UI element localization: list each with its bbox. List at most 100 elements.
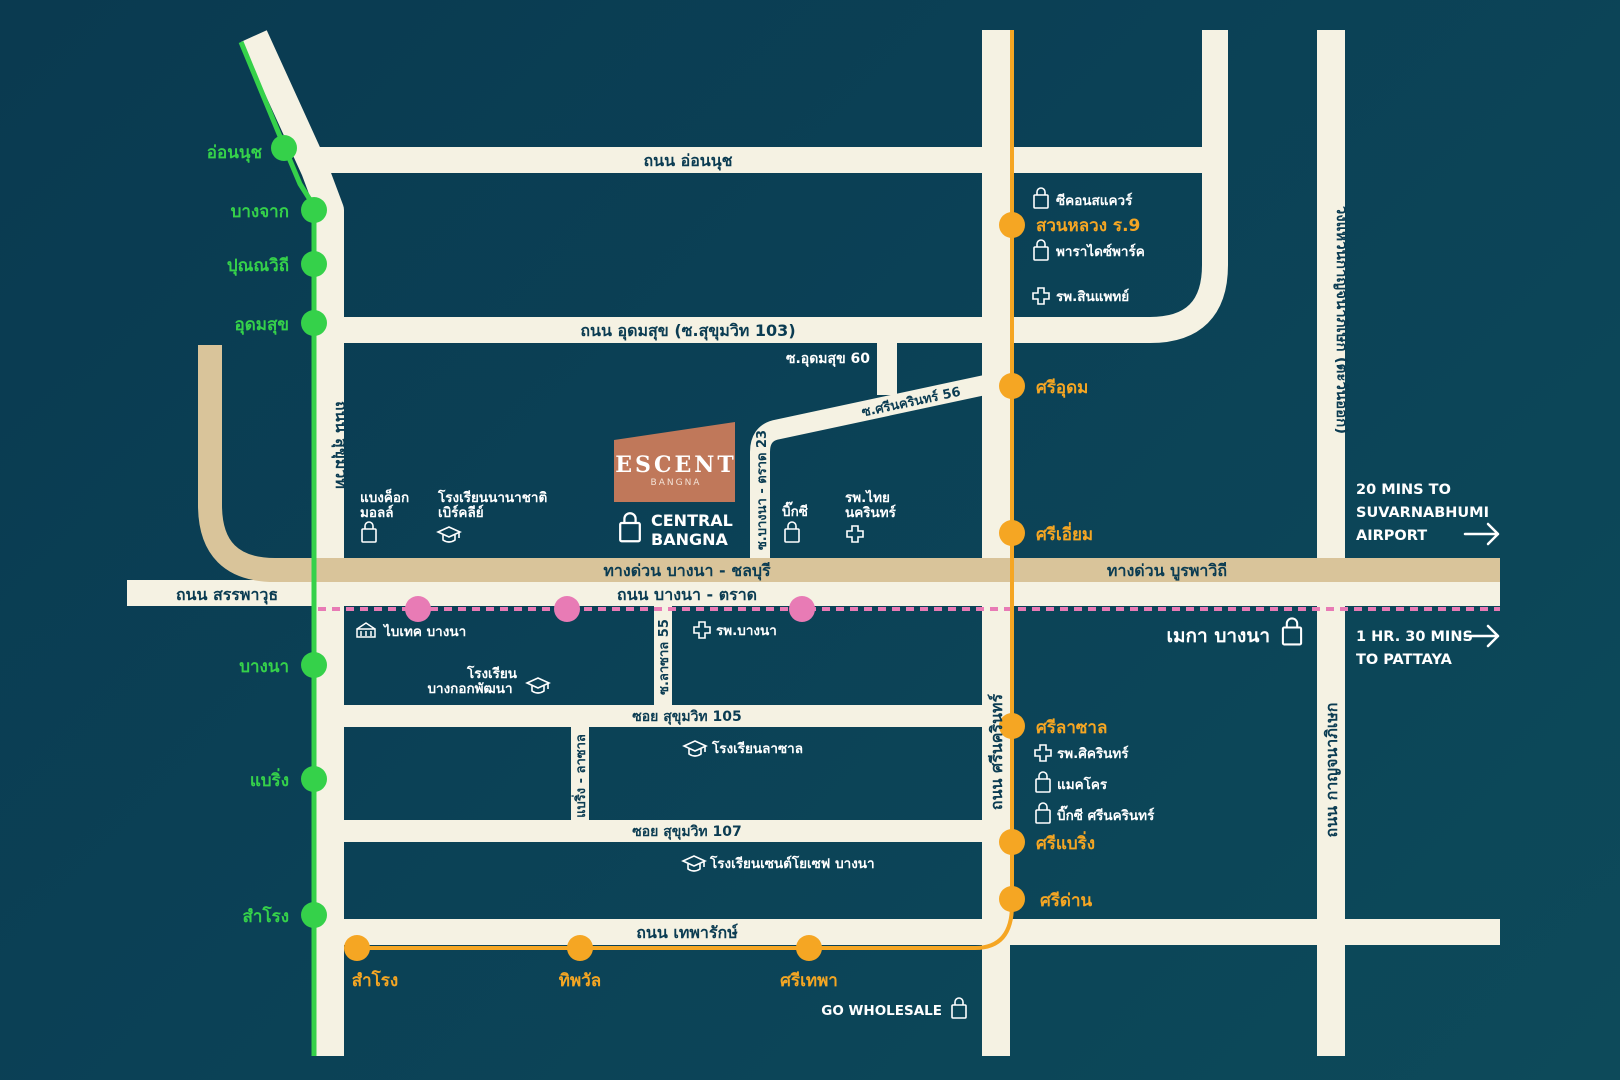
poi-makro: แมคโคร: [1057, 775, 1108, 793]
poi-mega: เมกา บางนา: [1167, 625, 1270, 647]
hospital-icon: [1032, 287, 1050, 305]
onnut-label: ถนน อ่อนนุช: [643, 151, 732, 171]
yellow-label-7: ทิพวัล: [559, 971, 601, 991]
poi-paradise: พาราไดซ์พาร์ค: [1056, 243, 1145, 260]
yellow-label-3: ศรีลาซาล: [1036, 717, 1107, 738]
poi-sikarin: รพ.ศิครินทร์: [1057, 745, 1129, 762]
poi-bangna-hosp: รพ.บางนา: [716, 623, 777, 639]
poi-seacon: ซีคอนสแควร์: [1056, 192, 1133, 209]
green-label-1: บางจาก: [231, 202, 289, 222]
shop-icon: [1033, 187, 1049, 209]
poi-bigc: บิ๊กซี: [782, 501, 808, 520]
poi-go-wholesale: GO WHOLESALE: [821, 1003, 942, 1019]
green-label-0: อ่อนนุช: [207, 143, 263, 163]
arrow-right-icon: [1463, 522, 1500, 546]
yellow-label-1: ศรีอุดม: [1036, 377, 1088, 398]
bangna-expressway: [198, 345, 1500, 582]
travel-pattaya-2: TO PATTAYA: [1356, 652, 1453, 668]
green-label-3: อุดมสุข: [235, 315, 289, 335]
soi107-label: ซอย สุขุมวิท 107: [632, 824, 742, 840]
hospital-icon: [693, 621, 711, 639]
yellow-label-0: สวนหลวง ร.9: [1036, 216, 1140, 236]
shop-icon: [1281, 617, 1303, 646]
green-label-5: แบริ่ง: [250, 768, 289, 791]
expressway-burapha-label: ทางด่วน บูรพาวิถี: [1107, 561, 1227, 582]
hospital-icon: [1034, 744, 1052, 762]
green-label-6: สำโรง: [243, 906, 289, 927]
udomsuk-label: ถนน อุดมสุข (ซ.สุขุมวิท 103): [580, 321, 795, 341]
poi-bkk-patana-1: โรงเรียน: [466, 664, 518, 682]
travel-airport-1: 20 MINS TO: [1356, 482, 1451, 498]
station-sribearing: [999, 829, 1025, 855]
poi-bkk-patana-2: บางกอกพัฒนา: [427, 681, 512, 697]
soi105-label: ซอย สุขุมวิท 105: [632, 709, 742, 725]
shop-icon: [1035, 771, 1051, 793]
station-samrong-y: [344, 935, 370, 961]
shop-icon: [951, 997, 967, 1019]
poi-thai-nakarin-1: รพ.ไทย: [845, 489, 890, 506]
station-punnawithi: [301, 251, 327, 277]
station-samrong: [301, 902, 327, 928]
kanchana-label: ถนน กาญจนาภิเษก: [1322, 703, 1342, 838]
station-sriudom: [999, 373, 1025, 399]
shop-icon: [361, 521, 377, 543]
green-label-2: ปุณณวิถี: [227, 255, 289, 276]
station-suanluang: [999, 212, 1025, 238]
station-bangchak: [301, 197, 327, 223]
station-thipphawan: [567, 935, 593, 961]
station-sridan: [999, 886, 1025, 912]
yellow-label-5: ศรีด่าน: [1040, 890, 1093, 911]
pink-station-2: [554, 596, 580, 622]
shop-icon: [619, 512, 641, 543]
shop-icon: [784, 521, 800, 543]
station-srithepha: [796, 935, 822, 961]
yellow-label-8: ศรีเทพา: [780, 970, 838, 991]
poi-bangkok-mall-1: แบงค็อก: [360, 488, 409, 506]
shop-icon: [1035, 802, 1051, 824]
poi-bigc-srinakarin: บิ๊กซี ศรีนครินทร์: [1057, 805, 1155, 824]
srinakarin-label: ถนน ศรีนครินทร์: [987, 694, 1006, 811]
school-icon: [683, 740, 707, 757]
pink-station-3: [789, 596, 815, 622]
school-icon: [437, 526, 461, 543]
school-icon: [526, 677, 550, 694]
station-bangna: [301, 652, 327, 678]
yellow-label-4: ศรีแบริ่ง: [1036, 831, 1095, 854]
outer-ring-label: วงแหวนกาญจนาภิเษก (ตะวันออก): [1333, 206, 1351, 434]
udomsuk-road: [330, 30, 1228, 343]
expressway-bangna-label: ทางด่วน บางนา - ชลบุรี: [603, 561, 771, 581]
poi-berkeley-1: โรงเรียนนานาชาติ: [437, 488, 547, 506]
bangna-trat23-label: ซ.บางนา - ตราด 23: [755, 430, 770, 550]
poi-central-2: BANGNA: [651, 530, 728, 549]
hospital-icon: [846, 525, 864, 543]
travel-airport-3: AIRPORT: [1356, 528, 1427, 544]
bangna-trat-label: ถนน บางนา - ตราด: [617, 585, 757, 604]
station-bearing: [301, 766, 327, 792]
escent-name: ESCENT: [615, 452, 736, 478]
poi-st-joseph: โรงเรียนเซนต์โยเซฟ บางนา: [709, 854, 875, 872]
theparak-label: ถนน เทพารักษ์: [636, 923, 738, 942]
poi-bitec: ไบเทค บางนา: [382, 623, 466, 640]
station-sri-iam: [999, 520, 1025, 546]
poi-berkeley-2: เบิร์คลีย์: [438, 504, 484, 521]
travel-pattaya-1: 1 HR. 30 MINS: [1356, 629, 1473, 645]
poi-bangkok-mall-2: มอลล์: [360, 504, 394, 521]
udomsuk60-label: ซ.อุดมสุข 60: [786, 351, 870, 367]
shop-icon: [1033, 239, 1049, 261]
school-icon: [682, 855, 706, 872]
srinakarin56-road: [750, 375, 988, 560]
station-srilasalle: [999, 713, 1025, 739]
escent-logo: ESCENT BANGNA: [614, 422, 736, 502]
poi-central-1: CENTRAL: [651, 511, 733, 530]
travel-airport-2: SUVARNABHUMI: [1356, 505, 1489, 521]
green-label-4: บางนา: [239, 657, 289, 677]
baering-lasalle-label: แบริ่ง - ลาซาล: [571, 734, 589, 818]
yellow-label-2: ศรีเอี่ยม: [1036, 522, 1093, 545]
sanphawut-label: ถนน สรรพาวุธ: [176, 585, 278, 605]
green-line: [238, 41, 317, 1056]
yellow-label-6: สำโรง: [352, 970, 398, 991]
arrow-right-icon: [1463, 624, 1500, 648]
poi-lasalle-school: โรงเรียนลาซาล: [711, 739, 803, 757]
